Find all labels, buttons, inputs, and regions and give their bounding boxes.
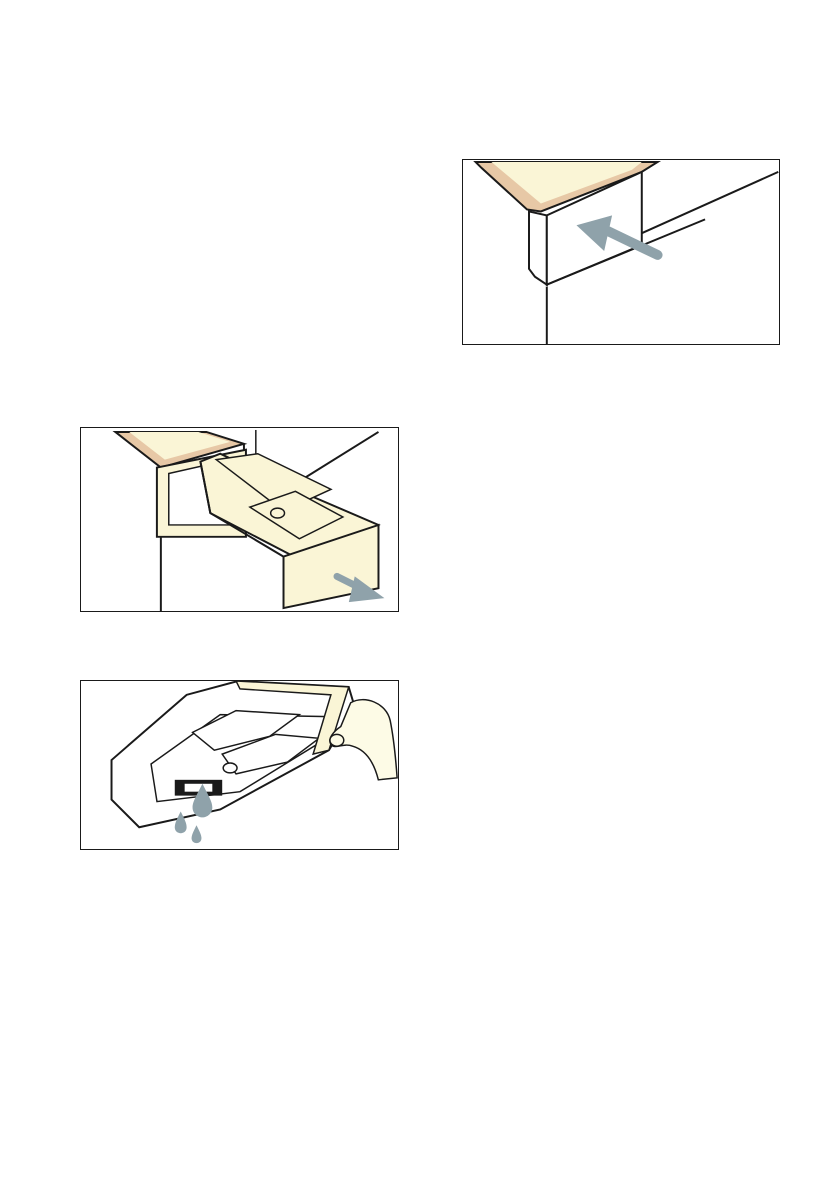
drawer-pull-out-illustration xyxy=(80,427,399,612)
drawer-front-edge xyxy=(529,211,547,284)
thumb xyxy=(330,734,344,746)
drawer-siphon-cap xyxy=(271,508,285,518)
drawer-siphon xyxy=(223,763,237,773)
machine-side-top-line xyxy=(642,172,779,233)
drawer-pull-out-drawing xyxy=(81,428,398,611)
drawer-push-in-drawing xyxy=(463,160,779,344)
drain-outlet-opening xyxy=(185,784,213,792)
drawer-push-in-illustration xyxy=(462,159,780,345)
drawer-drain-water-illustration xyxy=(80,680,399,850)
drawer-drain-water-drawing xyxy=(81,681,398,849)
